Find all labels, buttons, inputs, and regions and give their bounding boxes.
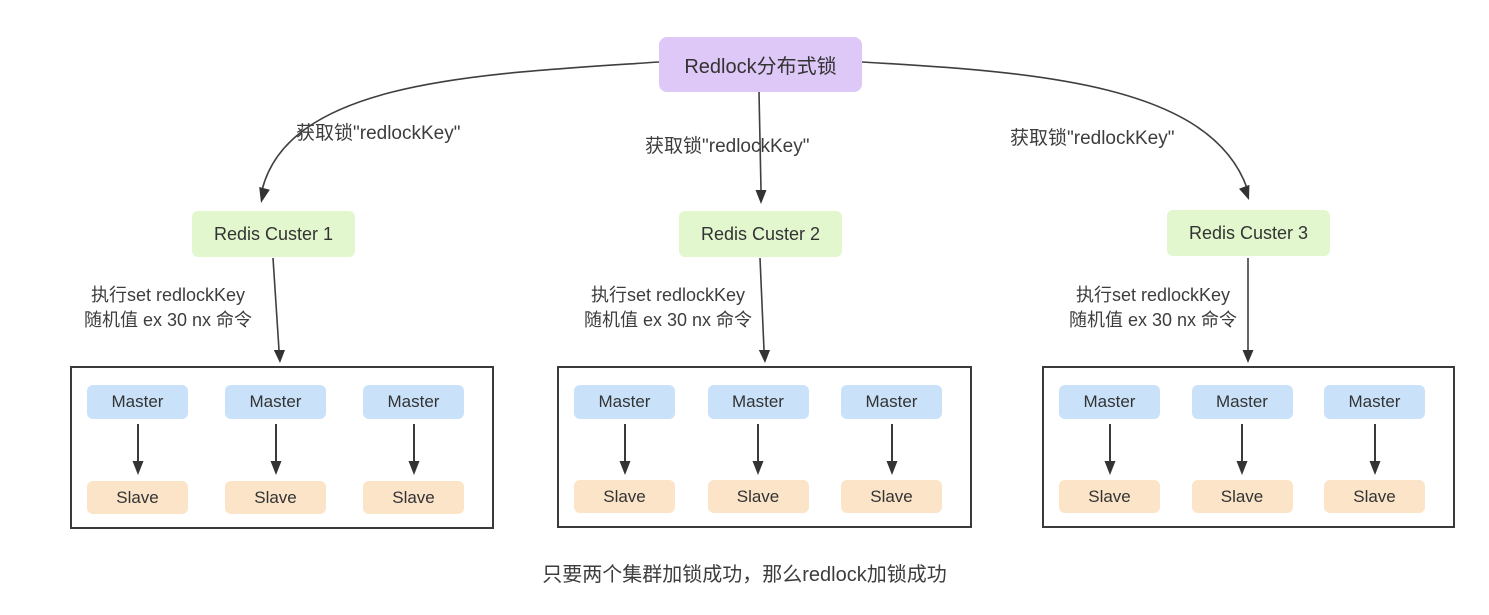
master-slave-pair: Master Slave: [87, 385, 188, 514]
master-slave-pair: Master Slave: [574, 385, 675, 513]
master-to-slave-arrow-icon: [408, 424, 419, 475]
cluster3-box: Master Slave Master Slave Master Slave: [1042, 366, 1455, 528]
arrowhead-box3: [1242, 350, 1254, 363]
exec-label-line2: 随机值 ex 30 nx 命令: [1068, 310, 1238, 330]
master-node: Master: [1191, 385, 1293, 419]
cluster1-node: Redis Custer 1: [192, 211, 355, 257]
slave-node: Slave: [707, 480, 809, 513]
master-node: Master: [363, 385, 464, 419]
slave-node: Slave: [363, 481, 464, 514]
cluster3-node: Redis Custer 3: [1167, 210, 1330, 256]
master-slave-pair: Master Slave: [841, 385, 942, 513]
slave-node: Slave: [574, 480, 675, 513]
master-to-slave-arrow-icon: [132, 424, 143, 475]
master-node: Master: [1059, 385, 1160, 419]
master-slave-pair: Master Slave: [1191, 385, 1293, 513]
cluster2-box: Master Slave Master Slave Master Slave: [557, 366, 972, 528]
master-to-slave-arrow-icon: [619, 423, 630, 475]
slave-node: Slave: [1059, 480, 1160, 513]
master-node: Master: [1324, 385, 1425, 419]
arrowhead-cluster2: [755, 190, 767, 204]
acquire-label-cluster1: 获取锁"redlockKey": [296, 123, 461, 144]
slave-node: Slave: [87, 481, 188, 514]
master-to-slave-arrow-icon: [1236, 423, 1248, 475]
master-to-slave-arrow-icon: [1369, 423, 1380, 475]
master-node: Master: [707, 385, 809, 419]
master-to-slave-arrow-icon: [886, 423, 897, 475]
cluster1-box: Master Slave Master Slave Master Slave: [70, 366, 494, 529]
exec-label-cluster3: 执行set redlockKey 随机值 ex 30 nx 命令: [1038, 283, 1268, 333]
master-to-slave-arrow-icon: [270, 424, 281, 475]
diagram-caption: 只要两个集群加锁成功，那么redlock加锁成功: [542, 564, 947, 586]
slave-node: Slave: [225, 481, 326, 514]
master-to-slave-arrow-icon: [752, 423, 764, 475]
master-node: Master: [841, 385, 942, 419]
slave-node: Slave: [1324, 480, 1425, 513]
slave-node: Slave: [1191, 480, 1293, 513]
exec-label-cluster1: 执行set redlockKey 随机值 ex 30 nx 命令: [53, 283, 283, 333]
arrowhead-cluster3: [1239, 184, 1250, 200]
exec-label-line1: 执行set redlockKey: [90, 285, 246, 305]
master-slave-pair: Master Slave: [707, 385, 809, 513]
exec-label-line1: 执行set redlockKey: [590, 285, 746, 305]
acquire-label-cluster2: 获取锁"redlockKey": [645, 136, 810, 157]
master-slave-pair: Master Slave: [363, 385, 464, 514]
master-slave-pair: Master Slave: [1324, 385, 1425, 513]
acquire-label-cluster3: 获取锁"redlockKey": [1010, 128, 1175, 149]
slave-node: Slave: [841, 480, 942, 513]
master-slave-pair: Master Slave: [225, 385, 326, 514]
master-node: Master: [225, 385, 326, 419]
exec-label-line2: 随机值 ex 30 nx 命令: [83, 310, 253, 330]
arrowhead-box2: [758, 350, 770, 363]
master-node: Master: [574, 385, 675, 419]
exec-label-line2: 随机值 ex 30 nx 命令: [583, 310, 753, 330]
master-node: Master: [87, 385, 188, 419]
arrowhead-cluster1: [259, 187, 270, 203]
arrowhead-box1: [273, 350, 285, 363]
exec-label-cluster2: 执行set redlockKey 随机值 ex 30 nx 命令: [553, 283, 783, 333]
exec-label-line1: 执行set redlockKey: [1075, 285, 1231, 305]
master-to-slave-arrow-icon: [1104, 423, 1115, 475]
redlock-root-node: Redlock分布式锁: [659, 37, 862, 92]
master-slave-pair: Master Slave: [1059, 385, 1160, 513]
cluster2-node: Redis Custer 2: [679, 211, 842, 257]
